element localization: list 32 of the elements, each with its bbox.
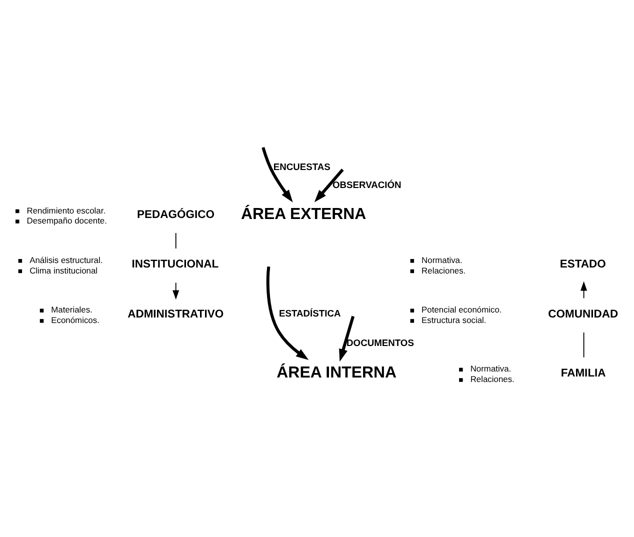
- arrow: [339, 315, 355, 362]
- node-label: Estructura social.: [422, 314, 486, 324]
- node-label: Análisis estructural.: [30, 254, 103, 264]
- node-text: ESTADO: [560, 258, 606, 270]
- node-label: Clima institucional: [30, 264, 98, 275]
- arrow: [266, 266, 309, 360]
- node-text: PEDAGÓGICO: [136, 208, 214, 220]
- connector: [583, 332, 584, 358]
- node-label: Desempaño docente.: [26, 215, 107, 226]
- node-text: INSTITUCIONAL: [132, 258, 219, 270]
- node-text: COMUNIDAD: [548, 308, 618, 320]
- node-text: FAMILIA: [560, 366, 606, 379]
- node-label: Relaciones.: [470, 374, 514, 384]
- node-text: ÁREA INTERNA: [276, 364, 397, 381]
- node-label: Potencial económico.: [422, 304, 502, 314]
- node-label: Rendimiento escolar.: [26, 204, 106, 215]
- edge-label: ENCUESTAS: [273, 161, 330, 172]
- node-label: Relaciones.: [422, 264, 466, 275]
- edge-label: OBSERVACIÓN: [332, 179, 402, 190]
- arrow: [172, 282, 180, 300]
- arrow: [580, 280, 588, 298]
- node-label: Materiales.: [51, 304, 92, 314]
- edge-label: DOCUMENTOS: [346, 338, 414, 348]
- connector: [175, 232, 176, 248]
- edge-label: ESTADÍSTICA: [279, 308, 341, 318]
- node-label: Normativa.: [470, 363, 512, 374]
- node-label: Normativa.: [422, 254, 462, 264]
- node-text: ÁREA EXTERNA: [241, 205, 366, 222]
- arrow: [262, 146, 293, 202]
- arrow: [314, 168, 344, 202]
- node-text: ADMINISTRATIVO: [128, 308, 224, 320]
- node-label: Económicos.: [51, 314, 100, 324]
